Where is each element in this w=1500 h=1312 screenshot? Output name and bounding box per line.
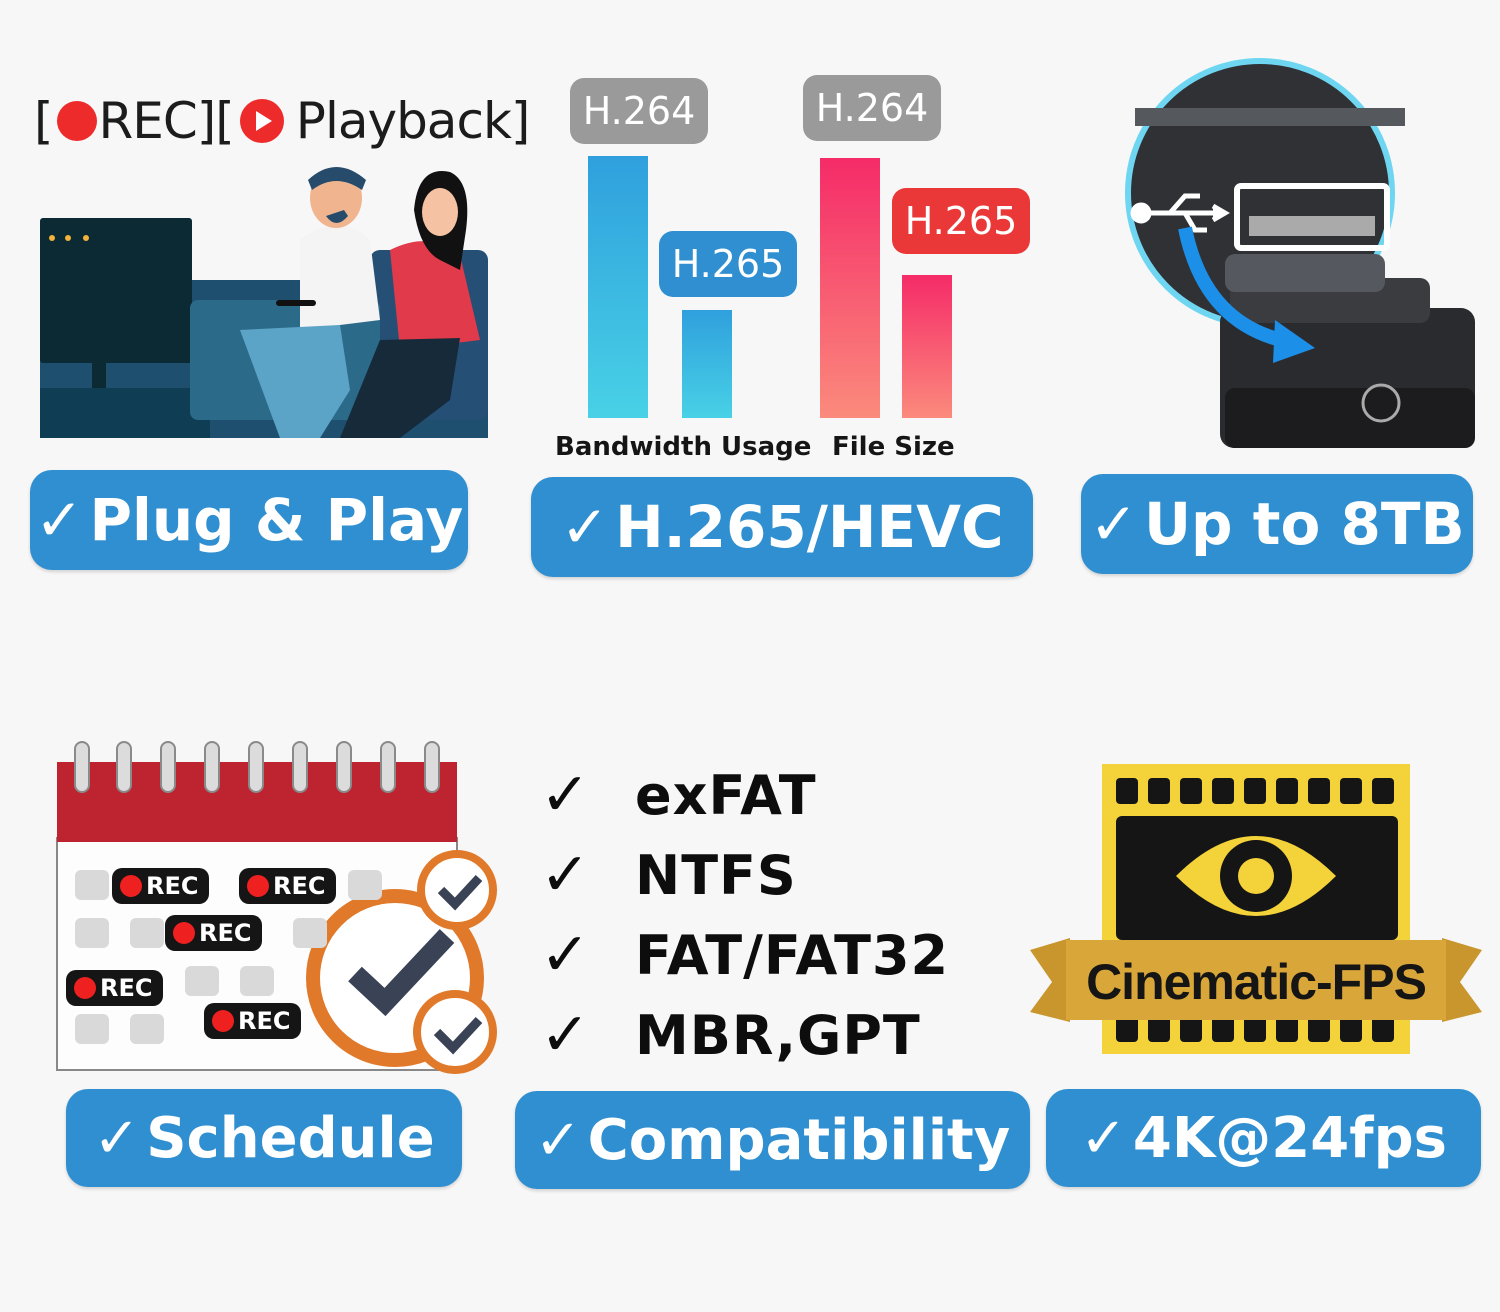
- record-dot-icon: [120, 875, 142, 897]
- record-dot-icon: [212, 1010, 234, 1032]
- couple-watching-tv-illustration: [40, 167, 488, 438]
- filesize-h265-tag: H.265: [892, 188, 1030, 254]
- check-icon: ✓: [34, 486, 84, 554]
- schedule-label: Schedule: [146, 1105, 435, 1171]
- bandwidth-h265-tag: H.265: [659, 231, 797, 297]
- rec-chip: REC: [66, 970, 163, 1006]
- rec-chip-label: REC: [199, 919, 252, 947]
- schedule-badge: ✓ Schedule: [66, 1089, 462, 1187]
- filesize-caption: File Size: [832, 432, 955, 462]
- play-icon: [239, 99, 284, 143]
- rec-chip: REC: [112, 868, 209, 904]
- calendar-day-cell: [130, 1014, 164, 1044]
- open-bracket-2: [: [215, 92, 234, 150]
- calendar-day-cell: [130, 918, 164, 948]
- calendar-day-cell: [75, 870, 109, 900]
- cinematic-fps-banner: Cinematic-FPS: [1086, 954, 1427, 1010]
- check-icon: ✓: [534, 1107, 582, 1173]
- record-dot-icon: [247, 875, 269, 897]
- resolution-badge: ✓ 4K@24fps: [1046, 1089, 1481, 1187]
- calendar-day-cell: [348, 870, 382, 900]
- rec-chip-label: REC: [238, 1007, 291, 1035]
- compatibility-label: Compatibility: [587, 1107, 1011, 1173]
- filesystem-label: exFAT: [635, 763, 817, 827]
- record-dot-icon: [56, 101, 97, 141]
- filesystem-item: ✓ NTFS: [540, 840, 797, 910]
- checkmark-icon: ✓: [540, 840, 591, 910]
- plug-and-play-badge: ✓ Plug & Play: [30, 470, 468, 570]
- close-bracket: ]: [196, 92, 216, 150]
- usb-symbol-icon: [1130, 193, 1230, 233]
- filesystem-item: ✓ exFAT: [540, 760, 817, 830]
- calendar-day-cell: [75, 918, 109, 948]
- calendar-day-cell: [240, 966, 274, 996]
- resolution-label: 4K@24fps: [1132, 1105, 1447, 1171]
- bandwidth-caption: Bandwidth Usage: [555, 432, 812, 462]
- rec-chip: REC: [204, 1003, 301, 1039]
- open-bracket: [: [34, 92, 53, 150]
- check-icon: ✓: [93, 1105, 141, 1171]
- rec-chip: REC: [165, 915, 262, 951]
- hevc-label: H.265/HEVC: [615, 493, 1004, 561]
- rec-chip-label: REC: [146, 872, 199, 900]
- filesystem-label: NTFS: [635, 843, 797, 907]
- bandwidth-h265-bar: [682, 310, 732, 418]
- check-icon: ✓: [560, 493, 610, 561]
- record-dot-icon: [74, 977, 96, 999]
- close-bracket-2: ]: [510, 92, 530, 150]
- codec-comparison-bars: [588, 156, 952, 418]
- filesize-h265-bar: [902, 275, 952, 418]
- bandwidth-h264-bar: [588, 156, 648, 418]
- filesystem-item: ✓ FAT/FAT32: [540, 920, 949, 990]
- rec-label: REC: [98, 92, 198, 150]
- storage-label: Up to 8TB: [1143, 490, 1465, 558]
- check-icon: ✓: [1089, 490, 1138, 558]
- bandwidth-h264-tag: H.264: [570, 78, 708, 144]
- filesize-h264-tag: H.264: [803, 75, 941, 141]
- plug-and-play-label: Plug & Play: [89, 486, 464, 554]
- filesystem-label: FAT/FAT32: [635, 923, 950, 987]
- checkmark-icon: ✓: [540, 1000, 591, 1070]
- calendar-day-cell: [75, 1014, 109, 1044]
- compatibility-badge: ✓ Compatibility: [515, 1091, 1030, 1189]
- rec-chip: REC: [239, 868, 336, 904]
- storage-badge: ✓ Up to 8TB: [1081, 474, 1473, 574]
- rec-chip-label: REC: [100, 974, 153, 1002]
- calendar-day-cell: [185, 966, 219, 996]
- filesize-h264-bar: [820, 158, 880, 418]
- calendar-day-cell: [293, 918, 327, 948]
- filesystem-label: MBR,GPT: [635, 1003, 921, 1067]
- record-dot-icon: [173, 922, 195, 944]
- playback-label: Playback: [295, 92, 512, 150]
- check-icon: ✓: [1080, 1105, 1127, 1171]
- filesystem-item: ✓ MBR,GPT: [540, 1000, 921, 1070]
- checkmark-icon: ✓: [540, 920, 591, 990]
- usb-hard-drive-illustration: [1125, 58, 1475, 448]
- rec-playback-heading: [ REC ] [ Playback ]: [34, 86, 530, 156]
- checkmark-icon: ✓: [540, 760, 591, 830]
- hevc-badge: ✓ H.265/HEVC: [531, 477, 1033, 577]
- film-strip-eye-icon: [1030, 764, 1482, 1054]
- rec-chip-label: REC: [273, 872, 326, 900]
- clock-check-icon: [306, 850, 497, 1074]
